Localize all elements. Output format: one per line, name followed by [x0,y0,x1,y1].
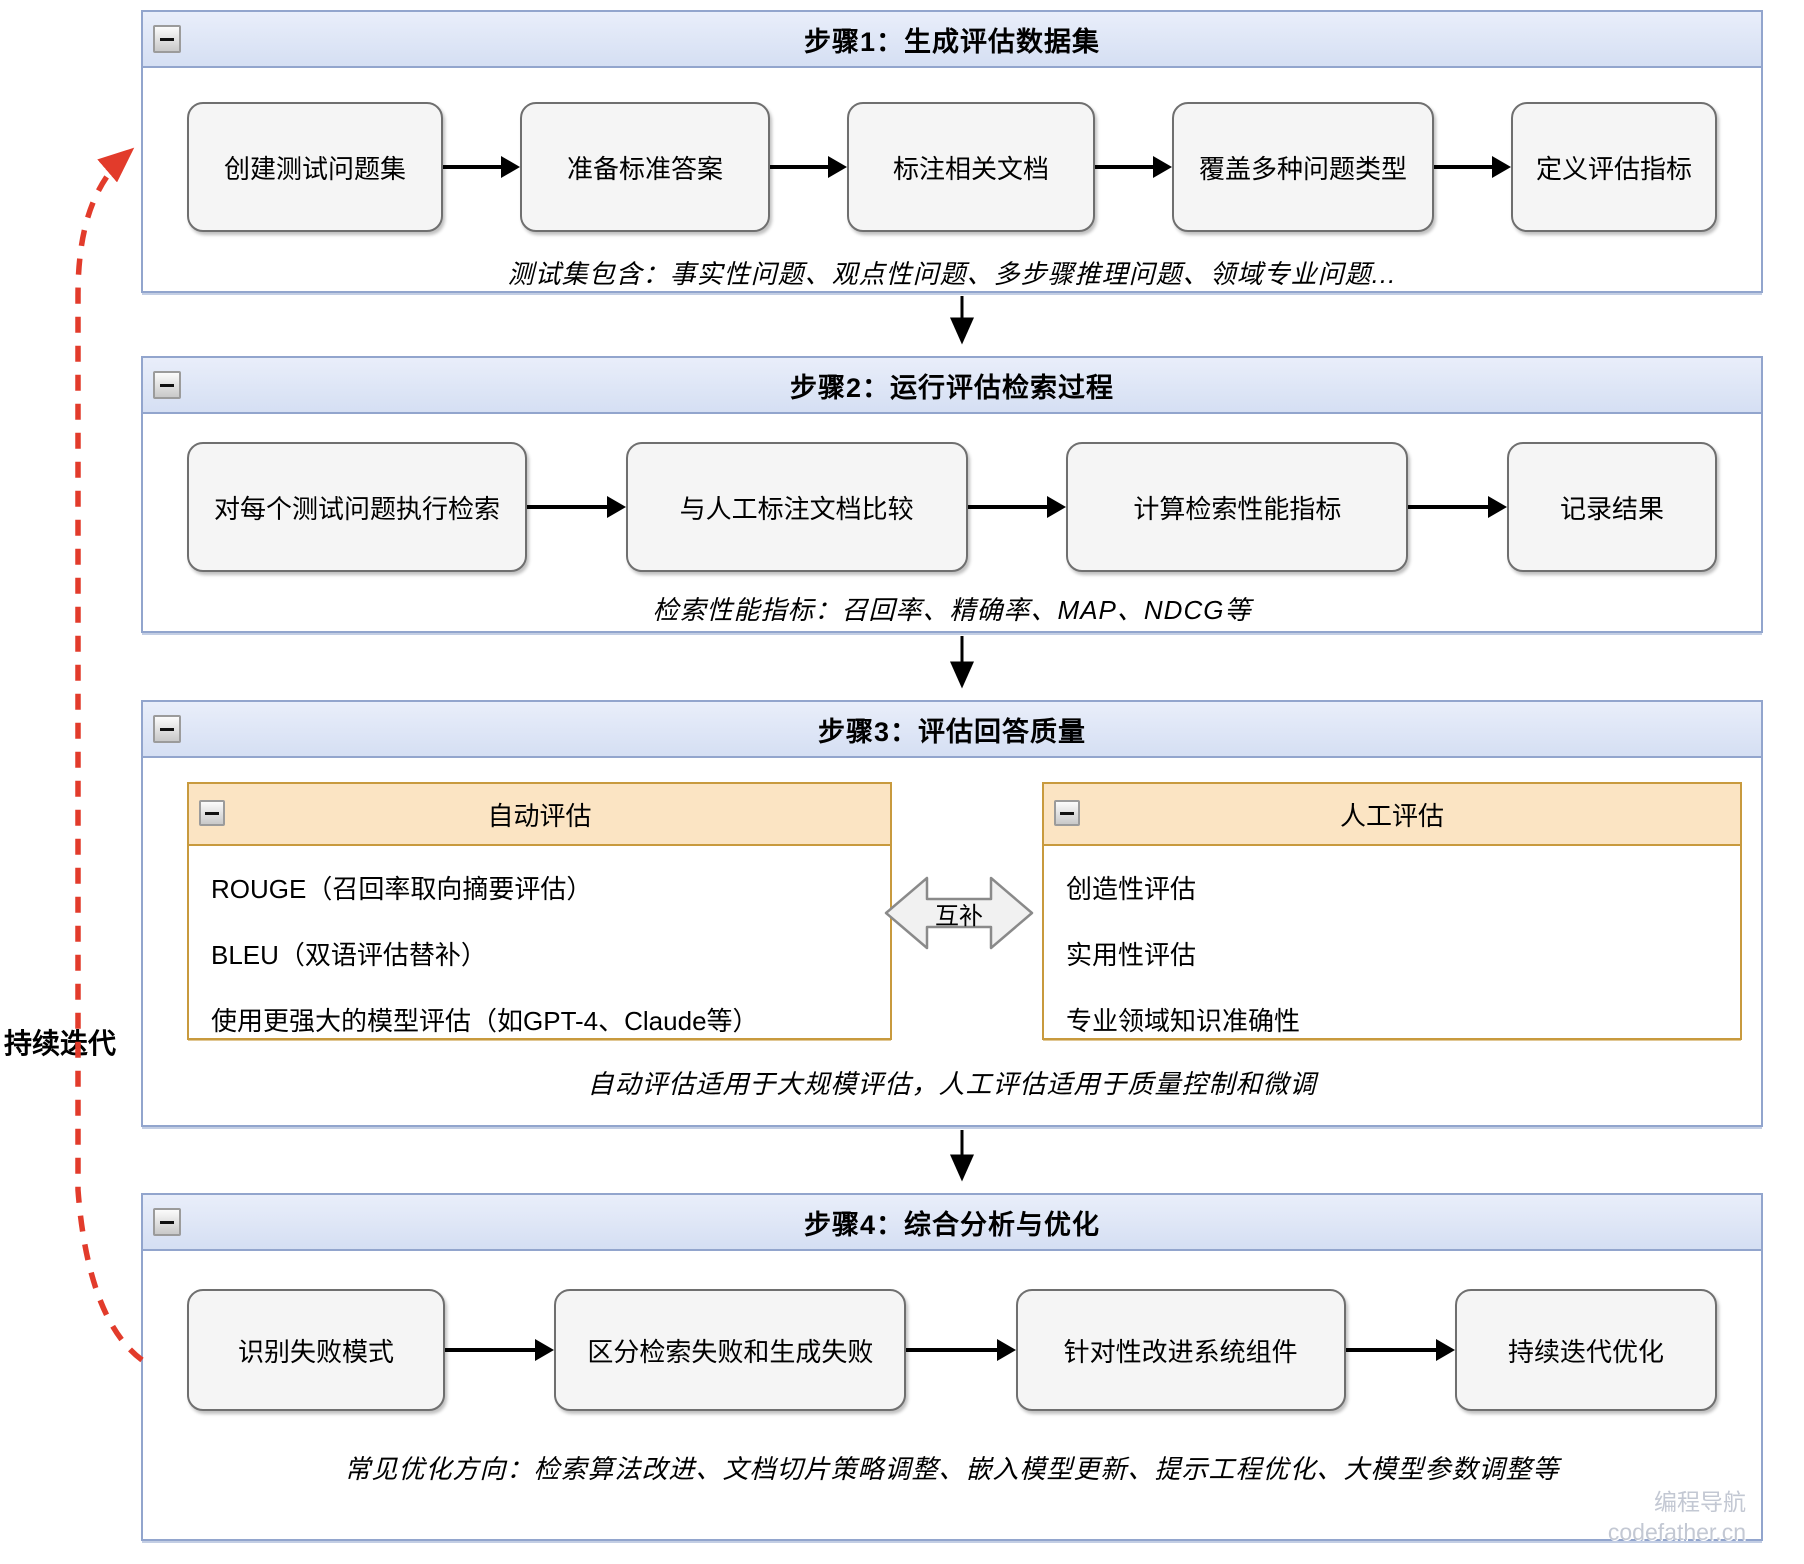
arrow-right-icon [1434,156,1511,178]
panel-step2-title: 步骤2：运行评估检索过程 [789,372,1114,403]
panel-step1-header: 步骤1：生成评估数据集 [143,12,1761,68]
minus-icon [160,37,174,41]
panel-step4-body: 识别失败模式 区分检索失败和生成失败 针对性改进系统组件 持续迭代优化 常见优化… [143,1289,1761,1486]
panel-step4: 步骤4：综合分析与优化 识别失败模式 区分检索失败和生成失败 针对性改进系统组件… [141,1193,1763,1541]
list-item: BLEU（双语评估替补） [211,939,487,970]
flow-node: 计算检索性能指标 [1066,442,1409,572]
watermark-line2: codefather.cn [1607,1518,1746,1545]
subpanel-human-eval-title: 人工评估 [1339,800,1444,831]
panel-step1-caption: 测试集包含：事实性问题、观点性问题、多步骤推理问题、领域专业问题... [507,259,1397,289]
minus-icon [205,811,219,815]
arrow-right-icon [1408,496,1508,518]
panel-step1: 步骤1：生成评估数据集 创建测试问题集 准备标准答案 标注相关文档 覆盖多种问题… [141,10,1763,293]
subpanel-human-eval-items: 创造性评估 实用性评估 专业领域知识准确性 [1044,846,1740,1052]
minus-icon [1060,811,1074,815]
panel-step3-title: 步骤3：评估回答质量 [817,716,1087,747]
minus-icon [160,727,174,731]
double-arrow-icon [884,876,1034,950]
panel-step4-title: 步骤4：综合分析与优化 [803,1209,1101,1240]
panel-step1-title: 步骤1：生成评估数据集 [803,26,1101,57]
flow-node: 识别失败模式 [187,1289,445,1411]
subpanel-auto-eval-items: ROUGE（召回率取向摘要评估） BLEU（双语评估替补） 使用更强大的模型评估… [189,846,890,1052]
list-item: 创造性评估 [1066,873,1197,904]
collapse-button[interactable] [199,800,225,826]
flow-node: 标注相关文档 [847,102,1095,232]
panel-step4-header: 步骤4：综合分析与优化 [143,1195,1761,1251]
flow-node: 记录结果 [1507,442,1718,572]
collapse-button[interactable] [1054,800,1080,826]
flow-node: 覆盖多种问题类型 [1172,102,1434,232]
panel-step3-body: 自动评估 ROUGE（召回率取向摘要评估） BLEU（双语评估替补） 使用更强大… [143,758,1761,1129]
panel-step3: 步骤3：评估回答质量 自动评估 ROUGE（召回率取向摘要评估） BLEU（双语… [141,700,1763,1127]
watermark-line1: 编程导航 [1654,1489,1746,1515]
subpanel-human-eval-header: 人工评估 [1044,784,1740,846]
flow-node: 区分检索失败和生成失败 [554,1289,907,1411]
collapse-button[interactable] [153,1208,181,1236]
flow-node: 与人工标注文档比较 [625,442,968,572]
flow-node: 持续迭代优化 [1454,1289,1717,1411]
collapse-button[interactable] [153,715,181,743]
panel-step3-header: 步骤3：评估回答质量 [143,702,1761,758]
arrow-right-icon [1345,1339,1455,1361]
watermark: 编程导航 codefather.cn [1608,1488,1746,1548]
subpanel-auto-eval-header: 自动评估 [189,784,890,846]
arrow-right-icon [527,496,626,518]
panel-step2-body: 对每个测试问题执行检索 与人工标注文档比较 计算检索性能指标 记录结果 检索性能… [143,442,1761,627]
flow-node: 对每个测试问题执行检索 [187,442,527,572]
arrow-right-icon [445,1339,555,1361]
panel-step2-header: 步骤2：运行评估检索过程 [143,358,1761,414]
arrow-right-icon [770,156,847,178]
subpanel-auto-eval-title: 自动评估 [487,800,592,831]
collapse-button[interactable] [153,371,181,399]
arrow-right-icon [443,156,520,178]
list-item: 专业领域知识准确性 [1066,1005,1301,1036]
panel-step4-caption: 常见优化方向：检索算法改进、文档切片策略调整、嵌入模型更新、提示工程优化、大模型… [344,1454,1560,1484]
subpanel-human-eval: 人工评估 创造性评估 实用性评估 专业领域知识准确性 [1042,782,1742,1040]
arrow-right-icon [906,1339,1016,1361]
feedback-loop-arrow [75,147,144,1363]
collapse-button[interactable] [153,25,181,53]
flow-node: 针对性改进系统组件 [1015,1289,1346,1411]
loop-label: 持续迭代 [4,1028,117,1059]
minus-icon [160,1220,174,1224]
panel-step2: 步骤2：运行评估检索过程 对每个测试问题执行检索 与人工标注文档比较 计算检索性… [141,356,1763,633]
arrow-right-icon [1095,156,1172,178]
flow-node: 准备标准答案 [520,102,770,232]
list-item: 使用更强大的模型评估（如GPT-4、Claude等） [211,1005,759,1036]
arrow-right-icon [967,496,1067,518]
flow-node: 定义评估指标 [1511,102,1717,232]
list-item: ROUGE（召回率取向摘要评估） [211,873,593,904]
panel-step3-caption: 自动评估适用于大规模评估，人工评估适用于质量控制和微调 [587,1069,1317,1099]
double-arrow-label: 互补 [935,902,983,930]
list-item: 实用性评估 [1066,939,1197,970]
panel-step1-body: 创建测试问题集 准备标准答案 标注相关文档 覆盖多种问题类型 定义评估指标 测试… [143,102,1761,291]
minus-icon [160,383,174,387]
subpanel-auto-eval: 自动评估 ROUGE（召回率取向摘要评估） BLEU（双语评估替补） 使用更强大… [187,782,892,1040]
panel-step2-caption: 检索性能指标：召回率、精确率、MAP、NDCG等 [652,595,1252,625]
flow-node: 创建测试问题集 [187,102,443,232]
